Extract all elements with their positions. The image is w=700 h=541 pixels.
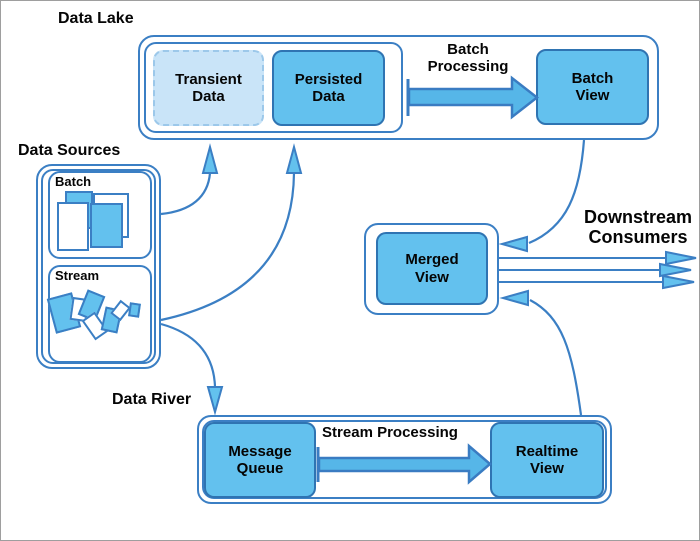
arrowhead-right-icon (662, 274, 695, 290)
data-river-label: Data River (112, 391, 192, 408)
arrow-realtime-to-merged (529, 299, 583, 416)
document-shape (57, 202, 89, 251)
arrow-batch-to-lake (160, 172, 212, 216)
document-shape (90, 203, 123, 248)
batch-sources-label: Batch (55, 174, 92, 189)
stream-processing-label: Stream Processing (322, 424, 458, 441)
stream-sources-label: Stream (55, 268, 100, 283)
merged-view-box: Merged View (376, 232, 488, 305)
arrowhead-right-icon (659, 262, 692, 278)
message-queue-box: Message Queue (204, 422, 316, 498)
arrowhead-left-icon (499, 289, 529, 307)
transient-data-box: Transient Data (153, 50, 264, 126)
arrow-stream-to-lake (160, 172, 296, 322)
persisted-data-box: Persisted Data (272, 50, 385, 126)
arrowhead-right-icon (665, 250, 697, 266)
arrowhead-left-icon (498, 235, 528, 253)
arrowhead-up-icon (285, 143, 303, 174)
arrow-stream-to-queue (160, 322, 217, 388)
realtime-view-box: Realtime View (490, 422, 604, 498)
data-sources-label: Data Sources (18, 142, 121, 159)
downstream-consumers-label: Downstream Consumers (583, 207, 693, 247)
document-shape (128, 302, 141, 318)
arrowhead-up-icon (201, 143, 219, 174)
arrowhead-down-icon (206, 386, 224, 416)
data-lake-label: Data Lake (58, 10, 134, 27)
batch-processing-label: Batch Processing (427, 41, 509, 76)
batch-view-box: Batch View (536, 49, 649, 125)
